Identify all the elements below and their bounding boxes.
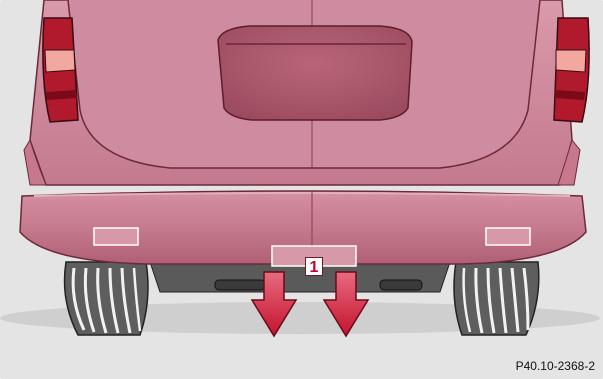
exhaust-left bbox=[215, 280, 265, 290]
left-reflector bbox=[94, 228, 138, 245]
callout-number-label: 1 bbox=[305, 257, 323, 276]
figure-reference-code: P40.10-2368-2 bbox=[516, 359, 595, 373]
right-reflector bbox=[486, 228, 530, 245]
license-recess bbox=[218, 26, 412, 120]
exhaust-right bbox=[380, 280, 422, 290]
right-tire bbox=[454, 262, 539, 335]
right-tail-light bbox=[554, 18, 589, 122]
left-tail-light bbox=[43, 18, 78, 122]
left-tire bbox=[65, 262, 149, 335]
